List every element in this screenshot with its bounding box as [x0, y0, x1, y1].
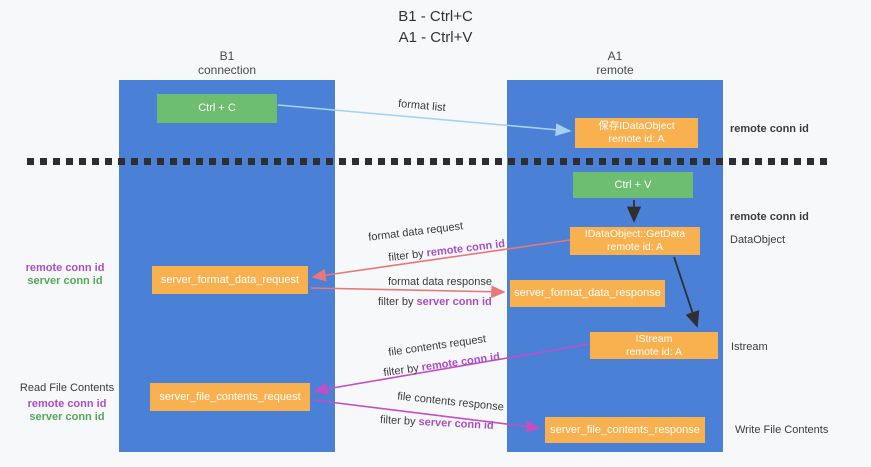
filter-by-text: filter by	[387, 247, 425, 265]
remote-conn-id-left: remote conn id	[25, 262, 105, 274]
istream-line1: IStream	[635, 332, 673, 345]
server-conn-id-term: server conn id	[418, 416, 494, 432]
write-file-contents-label: Write File Contents	[735, 424, 829, 436]
filter-by-remote-1: filter by remote conn id	[388, 238, 506, 264]
server-conn-id-left-2: server conn id	[29, 411, 105, 423]
read-file-contents-block: Read File Contents remote conn id server…	[12, 382, 122, 424]
ctrl-c-label: Ctrl + C	[198, 102, 236, 114]
save-dataobject-box: 保存IDataObject remote id: A	[575, 118, 698, 148]
server-file-contents-response-box: server_file_contents_response	[545, 417, 705, 443]
server-file-contents-request-label: server_file_contents_request	[159, 390, 301, 403]
left-conn-id-block: remote conn id server conn id	[15, 262, 115, 288]
dashed-separator	[27, 158, 833, 165]
dataobject-label: DataObject	[730, 234, 786, 246]
lane-b1-role: connection	[197, 63, 257, 77]
istream-side-label: Istream	[731, 341, 768, 353]
filter-by-text: filter by	[382, 362, 420, 380]
lane-a1-role: remote	[596, 63, 634, 77]
lane-a1-name: A1	[607, 49, 623, 63]
server-format-data-response-label: server_format_data_response	[514, 287, 661, 299]
ctrl-c-box: Ctrl + C	[157, 94, 277, 123]
file-contents-response-label: file contents response	[396, 390, 505, 414]
getdata-line2: remote id: A	[606, 241, 664, 253]
server-format-data-request-label: server_format_data_request	[160, 273, 300, 286]
remote-conn-id-left-2: remote conn id	[27, 398, 107, 410]
title-line-1: B1 - Ctrl+C	[398, 8, 473, 25]
ctrl-v-box: Ctrl + V	[573, 172, 693, 198]
getdata-box: IDataObject::GetData remote id: A	[570, 227, 700, 255]
filter-by-server-1: filter by server conn id	[378, 296, 492, 308]
getdata-line1: IDataObject::GetData	[584, 228, 686, 240]
server-format-data-response-box: server_format_data_response	[510, 280, 665, 307]
lane-header-a1: A1 remote	[545, 49, 685, 77]
server-conn-id-left: server conn id	[27, 275, 103, 287]
remote-conn-id-term: remote conn id	[420, 350, 501, 374]
filter-by-text: filter by	[378, 296, 414, 308]
read-file-contents-label: Read File Contents	[19, 382, 115, 394]
arrow-format-data-response	[310, 285, 506, 299]
lane-header-b1: B1 connection	[157, 49, 297, 77]
ctrl-v-label: Ctrl + V	[614, 178, 652, 191]
remote-conn-id-term: remote conn id	[425, 237, 506, 260]
title-line-2: A1 - Ctrl+V	[398, 29, 473, 46]
server-conn-id-term: server conn id	[416, 296, 492, 308]
save-dataobject-line1: 保存IDataObject	[598, 120, 675, 132]
format-data-response-label: format data response	[388, 276, 492, 288]
server-format-data-request-box: server_format_data_request	[152, 266, 308, 294]
remote-conn-id-right-top: remote conn id	[730, 123, 809, 135]
server-file-contents-response-label: server_file_contents_response	[550, 423, 700, 436]
lane-b1-name: B1	[219, 49, 235, 63]
save-dataobject-line2: remote id: A	[608, 133, 665, 145]
diagram-title: B1 - Ctrl+C A1 - Ctrl+V	[0, 6, 871, 48]
filter-by-text: filter by	[379, 414, 416, 428]
filter-by-server-2: filter by server conn id	[380, 414, 494, 432]
istream-line2: remote id: A	[625, 345, 683, 358]
remote-conn-id-right-mid: remote conn id	[730, 211, 809, 223]
server-file-contents-request-box: server_file_contents_request	[150, 383, 310, 411]
istream-box: IStream remote id: A	[590, 332, 718, 359]
format-data-request-label: format data request	[367, 220, 464, 244]
format-list-label: format list	[397, 97, 447, 115]
